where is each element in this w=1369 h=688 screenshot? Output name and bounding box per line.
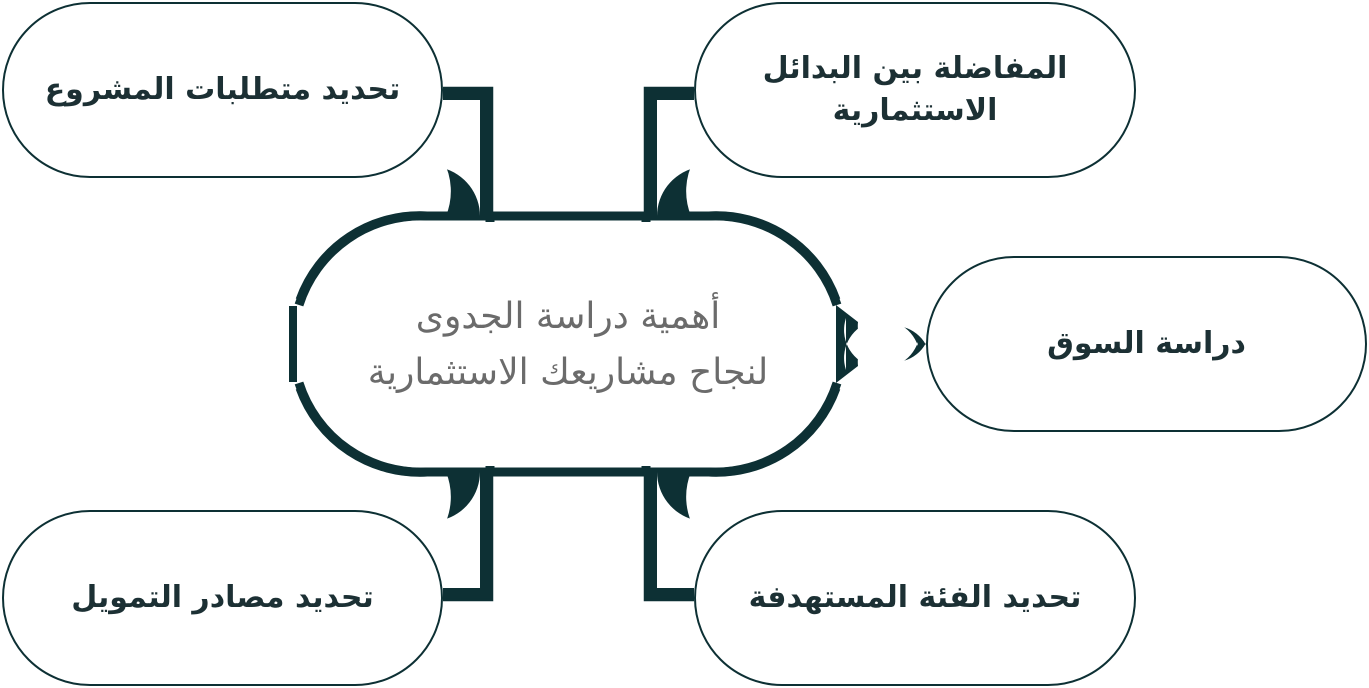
node-middle-right-label: دراسة السوق — [1047, 326, 1246, 361]
node-top-right-label-line-2: الاستثمارية — [832, 93, 998, 128]
node-bottom-right-label: تحديد الفئة المستهدفة — [748, 580, 1082, 615]
central-topic-line-2: لنجاح مشاريعك الاستثمارية — [367, 352, 769, 393]
node-bottom-right: تحديد الفئة المستهدفة — [694, 510, 1136, 686]
node-bottom-left-label: تحديد مصادر التمويل — [71, 580, 374, 615]
central-topic: أهمية دراسة الجدوى لنجاح مشاريعك الاستثم… — [300, 220, 836, 470]
node-top-right: المفاضلة بين البدائل الاستثمارية — [694, 2, 1136, 178]
node-top-left-label: تحديد متطلبات المشروع — [44, 72, 401, 107]
node-middle-right: دراسة السوق — [926, 256, 1367, 432]
center-left-notch — [289, 306, 297, 382]
node-top-left: تحديد متطلبات المشروع — [2, 2, 443, 178]
node-top-right-label-line-1: المفاضلة بين البدائل — [762, 51, 1068, 86]
central-topic-line-1: أهمية دراسة الجدوى — [415, 296, 721, 338]
node-bottom-left: تحديد مصادر التمويل — [2, 510, 443, 686]
center-mask — [300, 222, 836, 466]
center-ring — [294, 211, 842, 477]
